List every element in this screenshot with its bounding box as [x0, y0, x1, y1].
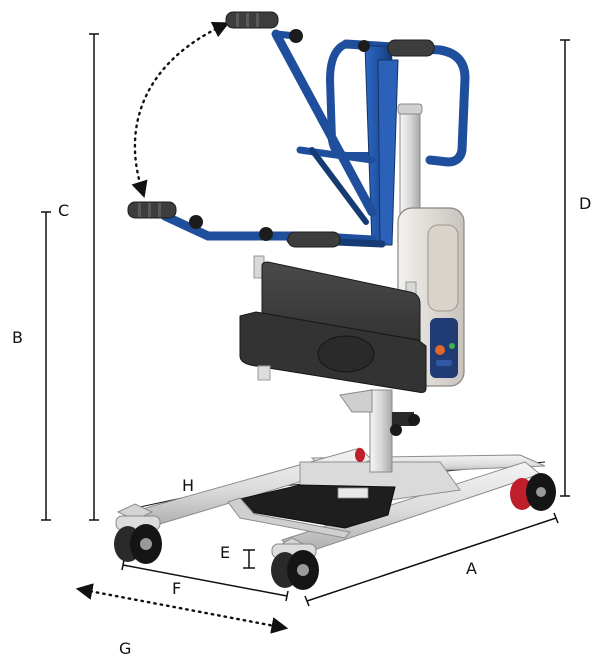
middle-grip	[259, 227, 341, 248]
dimension-label-c: C	[58, 201, 70, 220]
lower-arm-grip	[127, 201, 203, 229]
rotation-arrow-icon	[131, 21, 230, 199]
handle-grips	[127, 11, 435, 248]
dimension-label-h: H	[182, 476, 195, 495]
rear-right-wheel	[510, 473, 556, 511]
dimension-label-e: E	[220, 543, 231, 562]
upper-handle-loop	[341, 39, 470, 167]
castor-wheels	[114, 448, 556, 590]
dimension-label-g: G	[119, 639, 132, 658]
dimension-label-a: A	[466, 559, 477, 578]
dimension-label-f: F	[172, 579, 182, 598]
lift-base	[116, 447, 546, 557]
base-width-arrow-icon	[75, 583, 289, 634]
top-right-grip	[358, 39, 435, 57]
dimension-a-line	[306, 517, 557, 602]
dimension-label-d: D	[579, 194, 592, 213]
back-support-pad	[239, 255, 427, 393]
top-arm-grip	[225, 11, 303, 43]
control-button-green	[449, 343, 455, 349]
dimension-f-line	[122, 564, 288, 597]
control-button-orange	[435, 345, 445, 355]
front-left-wheel	[114, 515, 162, 564]
lift-mast	[339, 103, 423, 473]
dimension-label-b: B	[12, 328, 23, 347]
front-right-wheel	[271, 543, 319, 590]
adjustment-knob	[390, 412, 420, 436]
rear-left-wheel	[355, 448, 365, 462]
